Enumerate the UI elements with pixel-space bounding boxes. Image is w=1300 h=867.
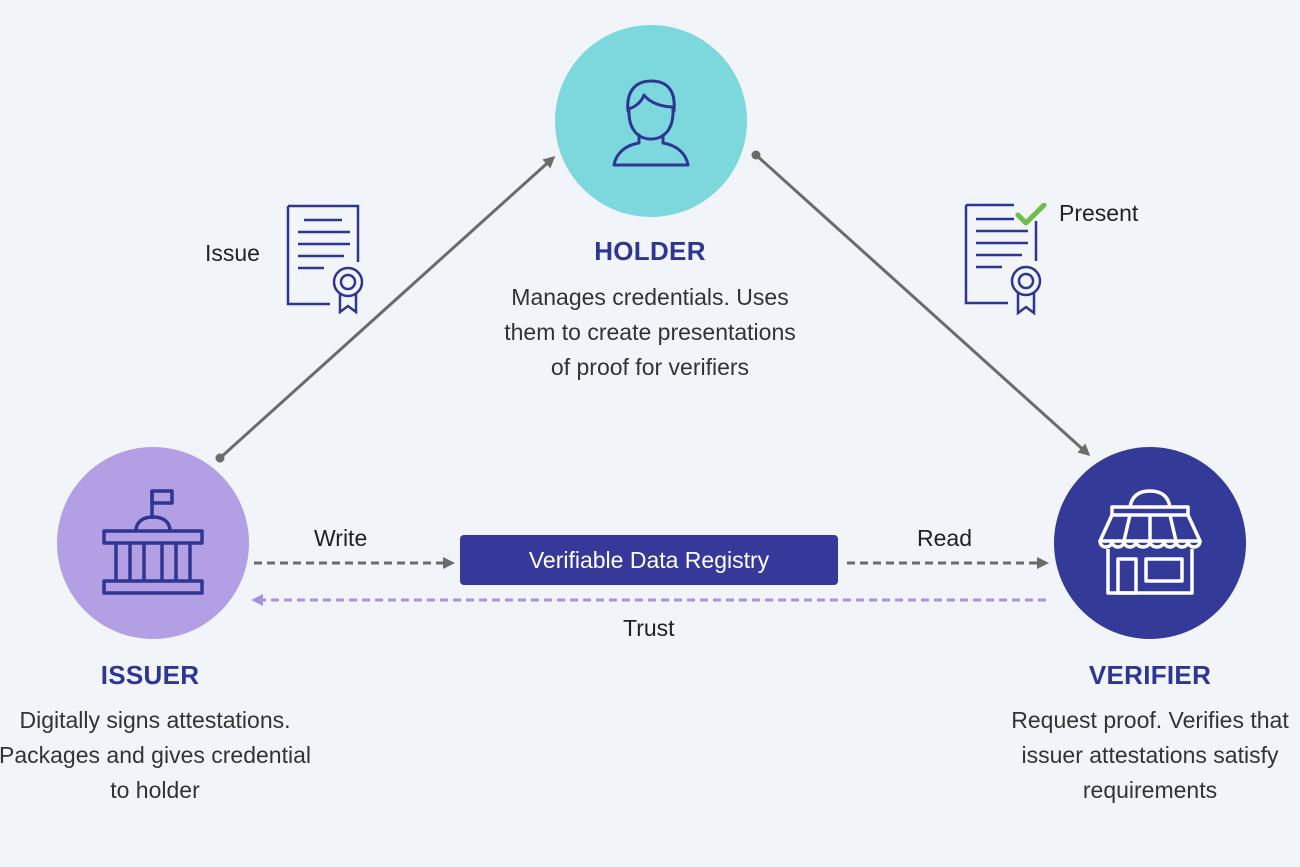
verifier-node [1054,447,1246,639]
issuer-description: Digitally signs attestations. Packages a… [0,703,360,808]
government-building-icon [102,489,204,595]
issuer-description-line: Digitally signs attestations. [19,707,291,733]
issue-label: Issue [205,240,260,266]
issuer-description-line: to holder [110,777,200,803]
present-label: Present [1059,200,1139,226]
storefront-icon [1098,489,1202,595]
person-icon [612,79,690,167]
verifiable-data-registry: Verifiable Data Registry [460,535,838,585]
verifier-description: Request proof. Verifies that issuer atte… [950,703,1300,808]
holder-description-line: them to create presentations [504,319,796,345]
certificate-icon [286,204,364,315]
trust-label: Trust [623,615,675,641]
read-label: Read [917,525,972,551]
present-arrow [751,150,1091,457]
verifier-description-line: requirements [1082,777,1218,803]
verifier-title: VERIFIER [1088,660,1212,690]
holder-title: HOLDER [594,236,706,266]
verifier-description-line: Request proof. Verifies that [1011,707,1289,733]
holder-description-line: Manages credentials. Uses [511,284,789,310]
issue-arrow [215,155,556,463]
holder-description-line: of proof for verifiers [550,354,750,380]
issuer-description-line: Packages and gives credential [0,742,311,768]
holder-node [555,25,747,217]
verifier-description-line: issuer attestations satisfy [1021,742,1279,768]
issuer-title: ISSUER [100,660,200,690]
checkmark-icon [1015,203,1047,226]
holder-description: Manages credentials. Uses them to create… [450,280,850,385]
issuer-node [57,447,249,639]
write-label: Write [314,525,368,551]
certificate-check-icon [964,203,1047,316]
